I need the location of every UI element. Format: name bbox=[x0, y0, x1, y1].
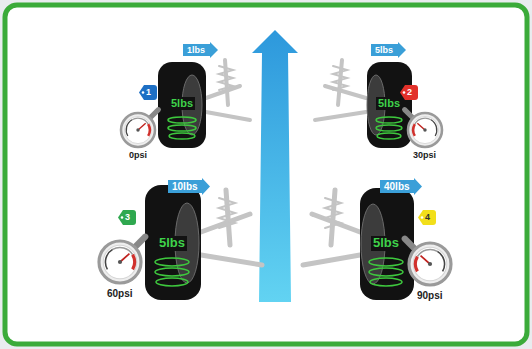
pressure-reading: 0psi bbox=[127, 150, 149, 160]
direction-arrow bbox=[252, 30, 298, 302]
callout-number: 3 bbox=[118, 210, 136, 225]
callout-number: 1 bbox=[139, 85, 157, 100]
arrow-shape bbox=[380, 178, 422, 195]
tag-hole bbox=[421, 216, 424, 219]
tag-shape bbox=[139, 85, 157, 100]
pressure-reading: 60psi bbox=[105, 288, 135, 300]
callout-number: 2 bbox=[400, 85, 418, 100]
pressure-reading: 30psi bbox=[411, 150, 438, 160]
tag-hole bbox=[142, 91, 145, 94]
pressure-gauge bbox=[405, 239, 451, 285]
callout-number: 1 bbox=[139, 85, 157, 100]
callout-number: 4 bbox=[418, 210, 436, 225]
tire-load: 5lbs bbox=[157, 236, 187, 251]
arrow-shape bbox=[168, 178, 210, 195]
weight-arrow: 1lbs bbox=[183, 42, 218, 58]
weight-arrow: 5lbs bbox=[371, 42, 406, 58]
tire bbox=[145, 62, 414, 300]
weight-value: 40lbs bbox=[380, 178, 422, 195]
weight-value: 10lbs bbox=[168, 178, 210, 195]
callout-number: 3 bbox=[118, 210, 136, 225]
tag-shape bbox=[118, 210, 136, 225]
pressure-gauge bbox=[121, 110, 158, 147]
tag-shape bbox=[400, 85, 418, 100]
callout-number: 2 bbox=[400, 85, 418, 100]
tire-load: 5lbs bbox=[376, 97, 402, 110]
tag-shape bbox=[418, 210, 436, 225]
tire-load: 5lbs bbox=[371, 236, 401, 251]
weight-arrow: 10lbs bbox=[168, 178, 210, 195]
suspension bbox=[201, 60, 366, 265]
weight-value: 1lbs bbox=[183, 42, 218, 58]
arrow-shape bbox=[183, 42, 218, 58]
pressure-gauge bbox=[99, 237, 145, 283]
tag-hole bbox=[403, 91, 406, 94]
tag-hole bbox=[121, 216, 124, 219]
pressure-gauge bbox=[405, 110, 442, 147]
weight-arrow: 40lbs bbox=[380, 178, 422, 195]
weight-value: 5lbs bbox=[371, 42, 406, 58]
arrow-shape bbox=[371, 42, 406, 58]
tire-load: 5lbs bbox=[169, 97, 195, 110]
pressure-reading: 90psi bbox=[415, 290, 445, 302]
callout-number: 4 bbox=[418, 210, 436, 225]
green-frame bbox=[5, 5, 527, 344]
